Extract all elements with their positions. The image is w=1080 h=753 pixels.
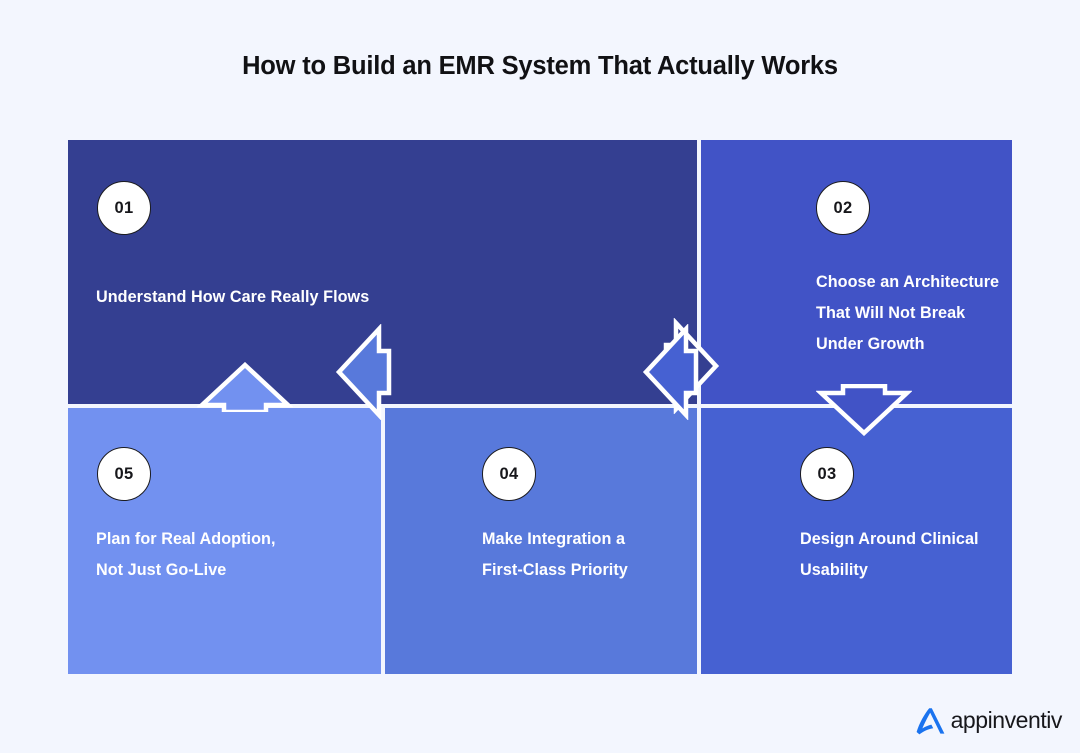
- step-card-05[interactable]: 05 Plan for Real Adoption, Not Just Go-L…: [68, 408, 381, 674]
- step-label-03: Design Around Clinical Usability: [800, 530, 979, 579]
- step-card-01[interactable]: 01 Understand How Care Really Flows: [68, 140, 697, 404]
- step-number-badge-05: 05: [97, 447, 151, 501]
- step-label-05: Plan for Real Adoption, Not Just Go-Live: [96, 530, 276, 579]
- step-number-badge-03: 03: [800, 447, 854, 501]
- step-card-02[interactable]: 02 Choose an Architecture That Will Not …: [701, 140, 1012, 404]
- step-card-03[interactable]: 03 Design Around Clinical Usability: [701, 408, 1012, 674]
- page-title: How to Build an EMR System That Actually…: [242, 52, 838, 80]
- step-number-badge-02: 02: [816, 181, 870, 235]
- appinventiv-a-mark-icon: [916, 708, 944, 735]
- step-card-04[interactable]: 04 Make Integration a First-Class Priori…: [385, 408, 697, 674]
- step-number-badge-01: 01: [97, 181, 151, 235]
- steps-grid: 01 Understand How Care Really Flows 02 C…: [68, 140, 1012, 674]
- step-number-badge-04: 04: [482, 447, 536, 501]
- step-label-02: Choose an Architecture That Will Not Bre…: [816, 273, 1000, 353]
- brand-logo: appinventiv: [914, 705, 1062, 736]
- logo-wordmark: appinventiv: [950, 707, 1063, 733]
- step-label-01: Understand How Care Really Flows: [96, 288, 370, 306]
- step-label-04: Make Integration a First-Class Priority: [482, 530, 628, 579]
